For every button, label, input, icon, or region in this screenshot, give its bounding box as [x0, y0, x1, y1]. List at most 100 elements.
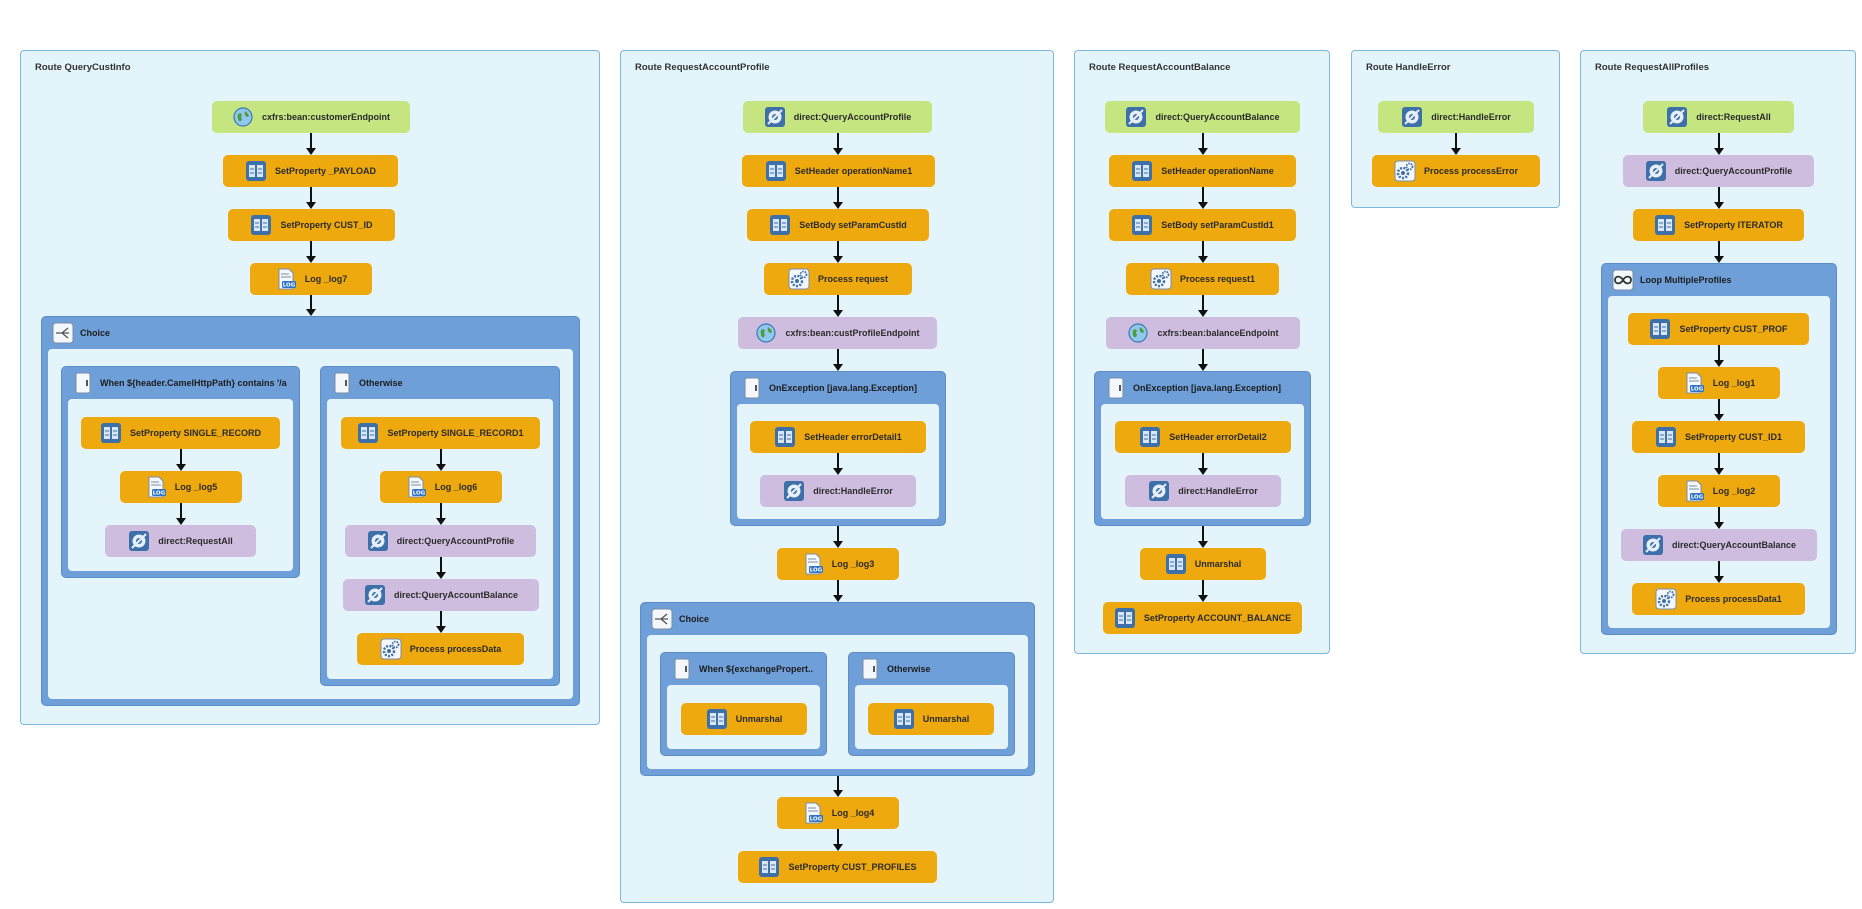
- from-node[interactable]: cxfrs:bean:customerEndpoint: [212, 101, 410, 133]
- log-node[interactable]: LOG Log _log3: [777, 548, 899, 580]
- when-icon: [72, 372, 94, 394]
- flow-arrow: [1197, 295, 1209, 317]
- flow-arrow: [1197, 453, 1209, 475]
- flow-arrow: [832, 187, 844, 209]
- node-label: direct:QueryAccountBalance: [393, 590, 519, 600]
- setproperty-node[interactable]: SetProperty CUST_PROF: [1628, 313, 1809, 345]
- setheader-node[interactable]: SetHeader errorDetail1: [750, 421, 926, 453]
- log-icon: LOG: [802, 553, 824, 575]
- endpoint-icon: [1401, 106, 1423, 128]
- node-label: SetProperty CUST_ID1: [1684, 432, 1783, 442]
- log-icon: LOG: [275, 268, 297, 290]
- property-icon: [893, 708, 915, 730]
- process-node[interactable]: Process processData1: [1632, 583, 1805, 615]
- property-icon: [1131, 160, 1153, 182]
- node-label: SetProperty SINGLE_RECORD1: [387, 428, 524, 438]
- setproperty-node[interactable]: SetProperty _PAYLOAD: [223, 155, 398, 187]
- flow-arrow: [175, 449, 187, 471]
- loop-icon: [1612, 269, 1634, 291]
- log-node[interactable]: LOG Log _log6: [380, 471, 502, 503]
- route-title: Route RequestAccountProfile: [635, 62, 770, 73]
- from-node[interactable]: direct:RequestAll: [1643, 101, 1794, 133]
- setbody-node[interactable]: SetBody setParamCustId: [747, 209, 929, 241]
- setproperty-node[interactable]: SetProperty CUST_ID1: [1632, 421, 1805, 453]
- when-icon: [741, 377, 763, 399]
- property-icon: [357, 422, 379, 444]
- gear-icon: [1655, 588, 1677, 610]
- node-label: SetHeader operationName1: [794, 166, 913, 176]
- flow-arrow: [1713, 133, 1725, 155]
- node-label: Process request1: [1179, 274, 1256, 284]
- unmarshal-node[interactable]: Unmarshal: [868, 703, 994, 735]
- endpoint-node[interactable]: cxfrs:bean:balanceEndpoint: [1106, 317, 1300, 349]
- flow-arrow: [1197, 580, 1209, 602]
- node-label: direct:HandleError: [1431, 112, 1511, 122]
- flow-arrow: [1713, 561, 1725, 583]
- endpoint-node[interactable]: direct:HandleError: [760, 475, 916, 507]
- setheader-node[interactable]: SetHeader errorDetail2: [1115, 421, 1291, 453]
- setproperty-node[interactable]: SetProperty ACCOUNT_BALANCE: [1103, 602, 1302, 634]
- from-node[interactable]: direct:HandleError: [1378, 101, 1534, 133]
- unmarshal-node[interactable]: Unmarshal: [681, 703, 807, 735]
- from-node[interactable]: direct:QueryAccountBalance: [1105, 101, 1300, 133]
- setproperty-node[interactable]: SetProperty SINGLE_RECORD1: [341, 417, 540, 449]
- svg-text:LOG: LOG: [413, 491, 426, 497]
- process-node[interactable]: Process processData: [357, 633, 524, 665]
- flow-arrow: [1713, 345, 1725, 367]
- setproperty-node[interactable]: SetProperty SINGLE_RECORD: [81, 417, 280, 449]
- endpoint-node[interactable]: direct:QueryAccountProfile: [345, 525, 536, 557]
- when-icon: [671, 658, 693, 680]
- container-header: OnException [java.lang.Exception]: [1105, 376, 1281, 400]
- container-header: Loop MultipleProfiles: [1612, 268, 1732, 292]
- globe-icon: [755, 322, 777, 344]
- log-icon: LOG: [1683, 372, 1705, 394]
- endpoint-node[interactable]: cxfrs:bean:custProfileEndpoint: [738, 317, 937, 349]
- setheader-node[interactable]: SetHeader operationName1: [742, 155, 935, 187]
- container-label: Loop MultipleProfiles: [1640, 275, 1732, 285]
- node-label: SetProperty CUST_PROFILES: [788, 862, 917, 872]
- node-label: direct:RequestAll: [1696, 112, 1771, 122]
- flow-arrow: [435, 503, 447, 525]
- container-header: Otherwise: [331, 371, 403, 395]
- container-label: OnException [java.lang.Exception]: [1133, 383, 1282, 393]
- setproperty-node[interactable]: SetProperty CUST_PROFILES: [738, 851, 937, 883]
- container-label: Choice: [80, 328, 111, 338]
- flow-arrow: [305, 133, 317, 155]
- flow-arrow: [832, 241, 844, 263]
- log-icon: LOG: [405, 476, 427, 498]
- node-label: cxfrs:bean:custProfileEndpoint: [785, 328, 920, 338]
- endpoint-icon: [1645, 160, 1667, 182]
- node-label: Log _log3: [831, 559, 875, 569]
- endpoint-node[interactable]: direct:QueryAccountBalance: [343, 579, 539, 611]
- unmarshal-node[interactable]: Unmarshal: [1140, 548, 1266, 580]
- log-node[interactable]: LOG Log _log7: [250, 263, 372, 295]
- setproperty-node[interactable]: SetProperty ITERATOR: [1633, 209, 1804, 241]
- process-node[interactable]: Process processError: [1372, 155, 1540, 187]
- node-label: direct:QueryAccountBalance: [1155, 112, 1280, 122]
- log-node[interactable]: LOG Log _log4: [777, 797, 899, 829]
- log-node[interactable]: LOG Log _log2: [1658, 475, 1780, 507]
- property-icon: [1131, 214, 1153, 236]
- container-label: Choice: [679, 614, 710, 624]
- route-title: Route RequestAllProfiles: [1595, 62, 1710, 73]
- endpoint-node[interactable]: direct:RequestAll: [105, 525, 256, 557]
- process-node[interactable]: Process request: [764, 263, 912, 295]
- setproperty-node[interactable]: SetProperty CUST_ID: [228, 209, 395, 241]
- log-node[interactable]: LOG Log _log1: [1658, 367, 1780, 399]
- endpoint-node[interactable]: direct:HandleError: [1125, 475, 1281, 507]
- flow-arrow: [832, 526, 844, 548]
- flow-arrow: [1713, 507, 1725, 529]
- log-node[interactable]: LOG Log _log5: [120, 471, 242, 503]
- container-label: When ${exchangePropert..: [699, 664, 814, 674]
- from-node[interactable]: direct:QueryAccountProfile: [743, 101, 932, 133]
- endpoint-node[interactable]: direct:QueryAccountBalance: [1621, 529, 1817, 561]
- flow-arrow: [1197, 526, 1209, 548]
- property-icon: [100, 422, 122, 444]
- setbody-node[interactable]: SetBody setParamCustId1: [1109, 209, 1296, 241]
- setheader-node[interactable]: SetHeader operationName: [1109, 155, 1296, 187]
- flow-arrow: [1713, 187, 1725, 209]
- process-node[interactable]: Process request1: [1126, 263, 1279, 295]
- flow-arrow: [1197, 133, 1209, 155]
- endpoint-node[interactable]: direct:QueryAccountProfile: [1623, 155, 1814, 187]
- svg-text:LOG: LOG: [153, 491, 166, 497]
